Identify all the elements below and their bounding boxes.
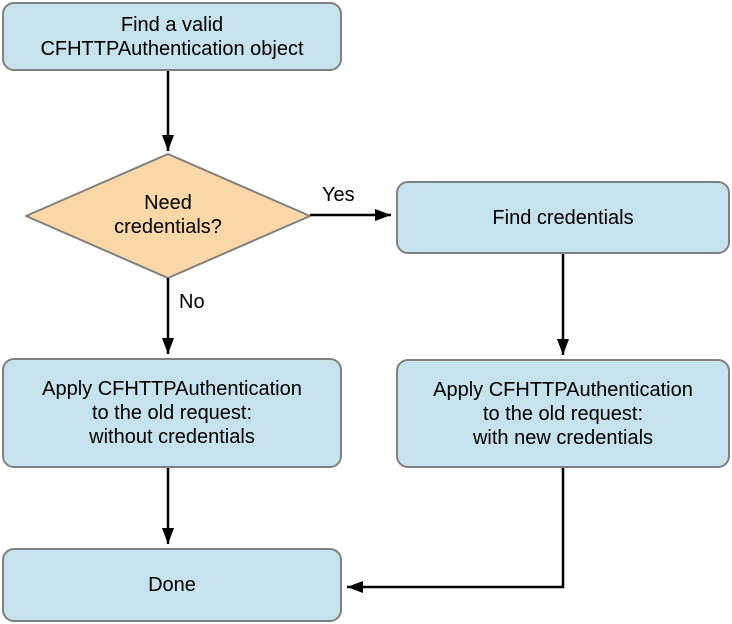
arrow-applywith-to-done (347, 468, 565, 593)
node-need-credentials-line-1: Need (144, 192, 192, 214)
edge-label-yes: Yes (322, 184, 355, 206)
node-done-label: Done (148, 574, 196, 596)
node-apply-with-line-3: with new credentials (472, 426, 654, 449)
node-apply-with-line-2: to the old request: (482, 402, 644, 425)
node-apply-without-credentials: Apply CFHTTPAuthentication to the old re… (2, 358, 342, 468)
node-find-valid-auth-object: Find a valid CFHTTPAuthentication object (2, 2, 342, 71)
node-need-credentials-line-2: credentials? (114, 216, 222, 238)
node-apply-without-line-2: to the old request: (91, 402, 253, 424)
node-need-credentials: Need credentials? (48, 191, 288, 239)
node-apply-without-line-1: Apply CFHTTPAuthentication (42, 378, 302, 400)
node-done: Done (2, 548, 342, 622)
node-find-valid-line-2: CFHTTPAuthentication object (40, 37, 304, 60)
node-find-valid-line-1: Find a valid (120, 13, 224, 36)
edge-label-no: No (179, 291, 205, 313)
node-apply-with-line-1: Apply CFHTTPAuthentication (433, 378, 693, 401)
node-apply-with-new-credentials: Apply CFHTTPAuthentication to the old re… (396, 359, 730, 468)
node-find-credentials-label: Find credentials (492, 206, 634, 229)
node-find-credentials: Find credentials (396, 181, 730, 254)
node-apply-without-line-3: without credentials (89, 426, 255, 448)
